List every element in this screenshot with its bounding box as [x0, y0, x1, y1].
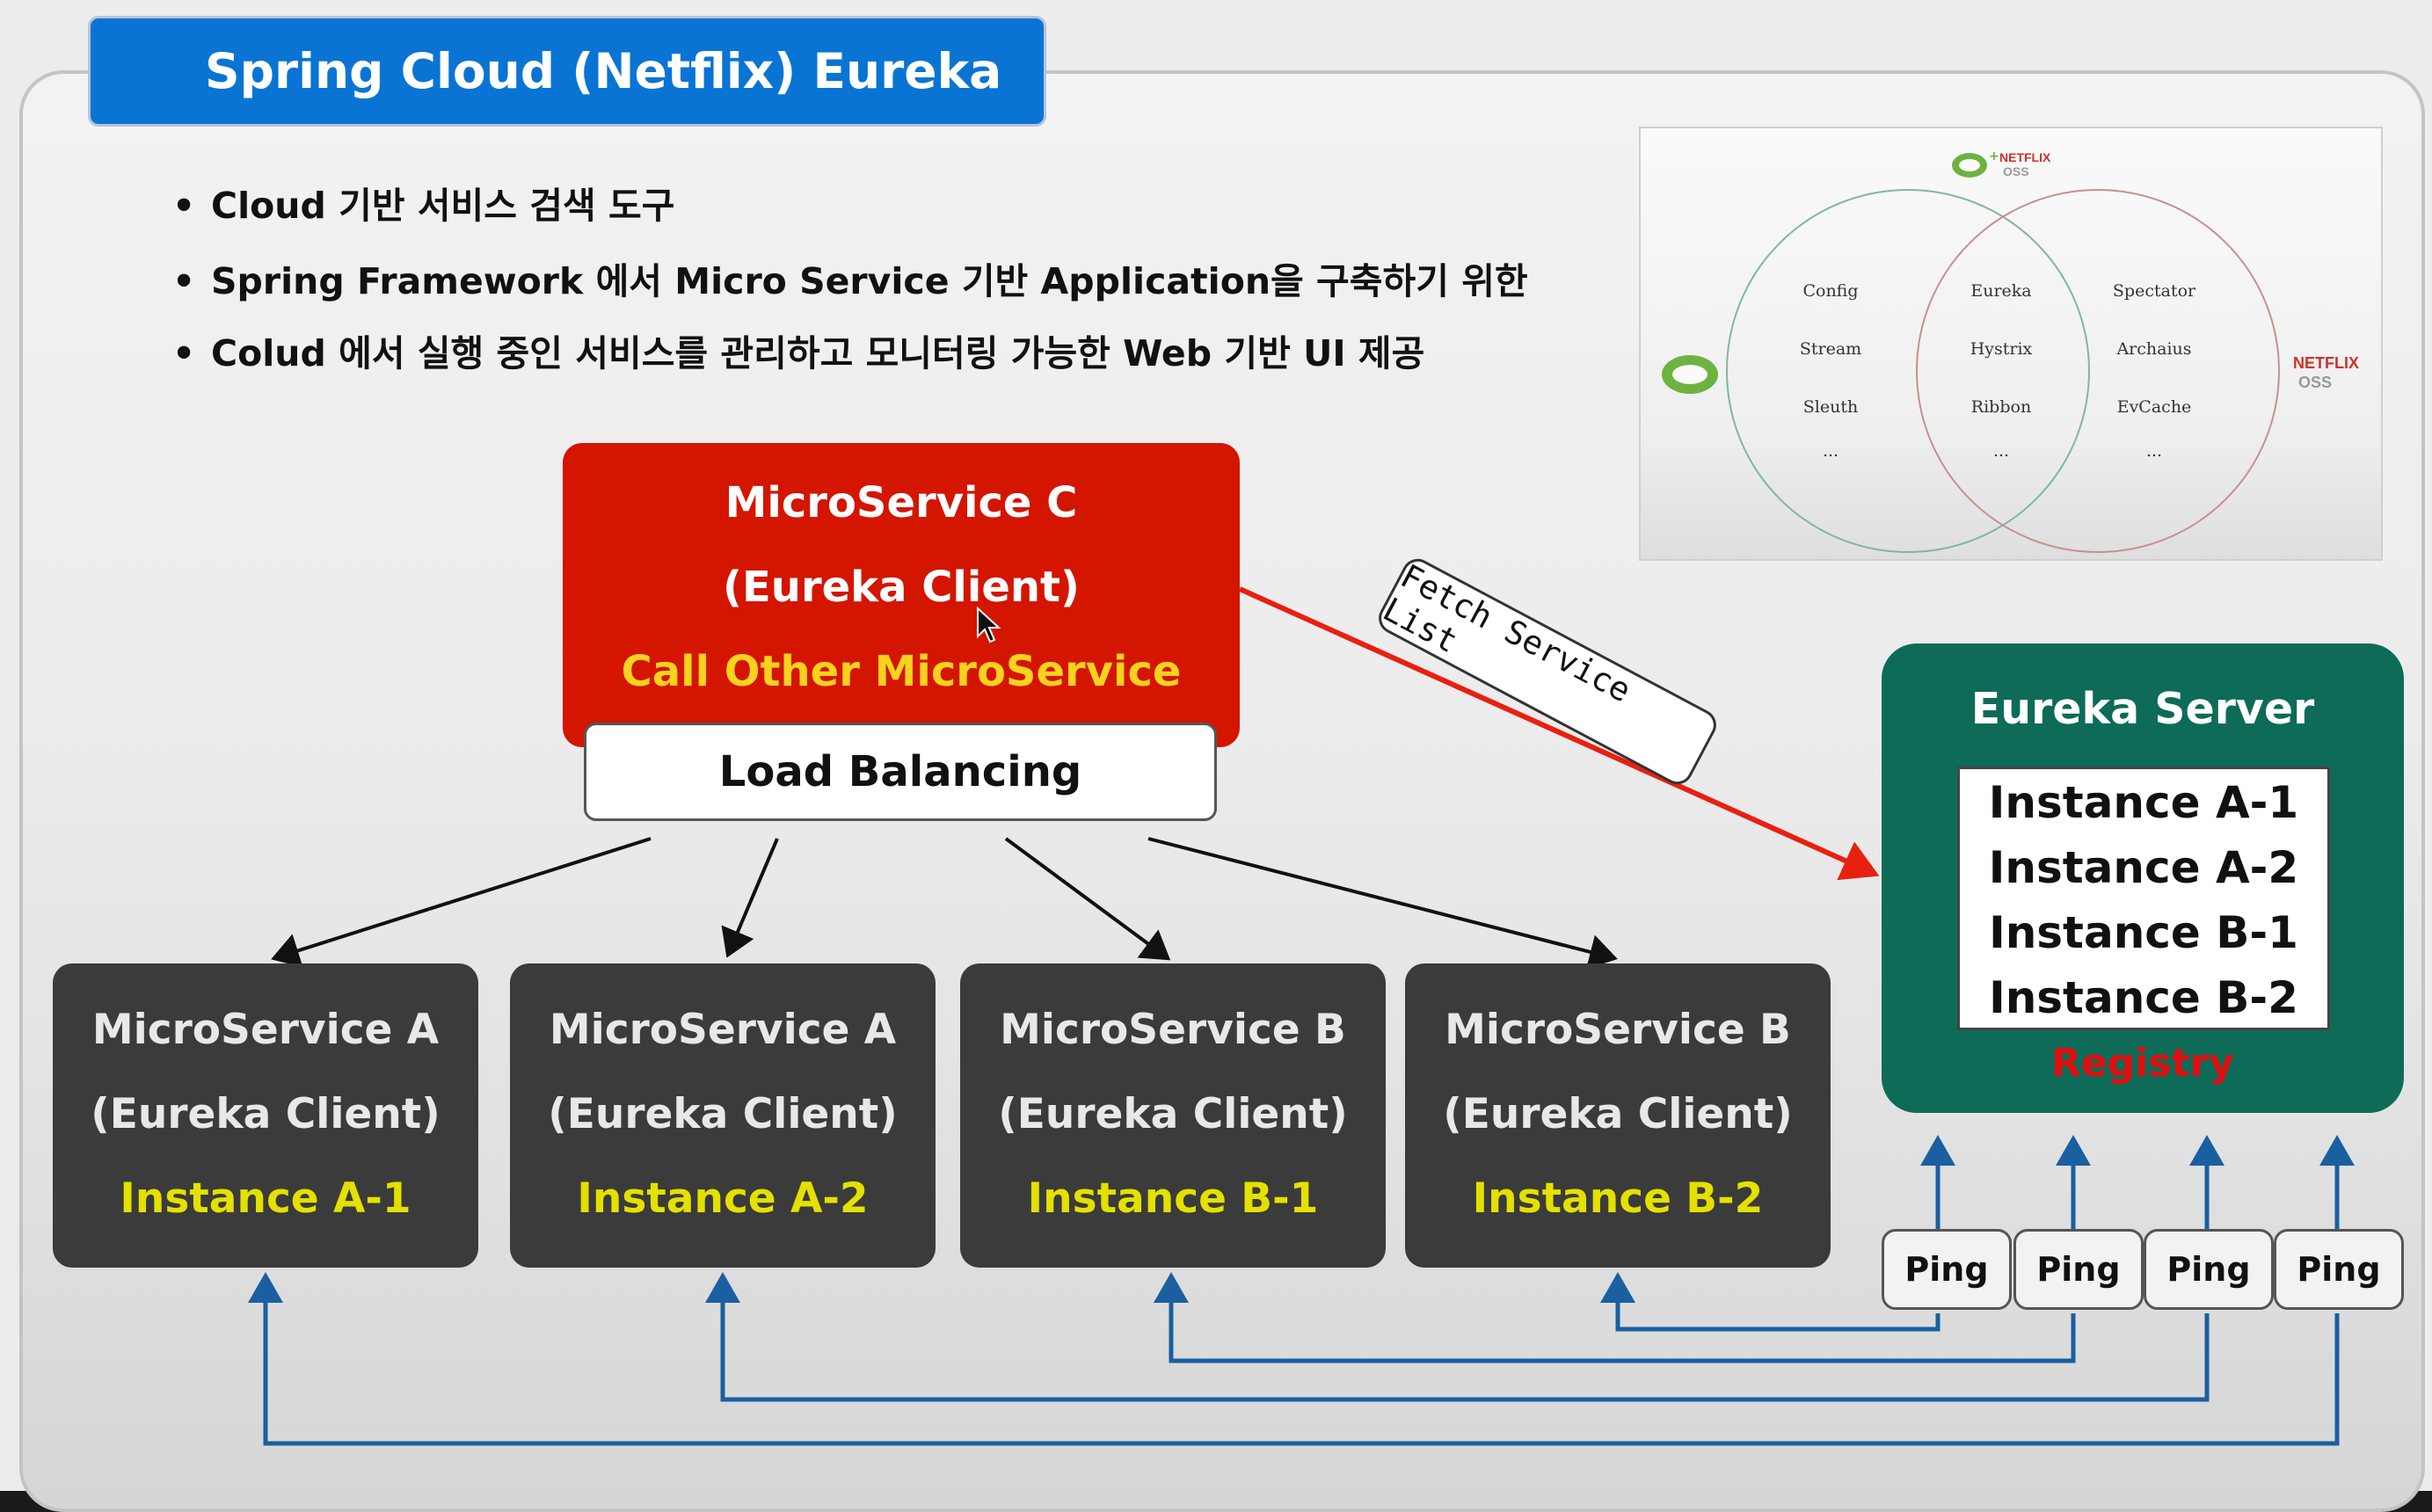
venn-item: ...	[2145, 441, 2163, 461]
venn-item: Hystrix	[1970, 339, 2033, 359]
client-role: (Eureka Client)	[998, 1090, 1348, 1138]
bullet-text: Spring Framework 에서 Micro Service 기반 App…	[211, 260, 1528, 302]
ping-line-b1	[1154, 1272, 2076, 1363]
netflix-logo-small: NETFLIX	[1999, 150, 2051, 164]
client-role: (Eureka Client)	[1443, 1090, 1793, 1138]
registry-entry: Instance B-2	[1989, 972, 2298, 1023]
venn-item: Ribbon	[1970, 397, 2032, 417]
client-name: MicroService B	[1445, 1006, 1791, 1054]
venn-item: ...	[1992, 441, 2010, 461]
bullet-dot: •	[172, 185, 196, 227]
venn-item: Archaius	[2116, 339, 2192, 359]
registry-label: Registry	[2051, 1041, 2234, 1086]
registry-list: Instance A-1 Instance A-2 Instance B-1 I…	[1957, 767, 2330, 1030]
venn-item: Sleuth	[1802, 397, 1859, 417]
spring-logo-icon	[1952, 153, 1987, 178]
venn-item: Spectator	[2112, 281, 2196, 301]
client-instance: Instance A-2	[577, 1174, 869, 1223]
client-instance: Instance B-2	[1472, 1174, 1764, 1223]
ping-box: Ping	[2274, 1229, 2404, 1310]
microservice-c-box: MicroService C (Eureka Client) Call Othe…	[563, 443, 1240, 747]
ping-box: Ping	[2144, 1229, 2274, 1310]
bullet-text: Cloud 기반 서비스 검색 도구	[211, 185, 675, 227]
client-box-b1: MicroService B (Eureka Client) Instance …	[960, 963, 1386, 1268]
load-balancing-box: Load Balancing	[584, 723, 1217, 821]
client-name: MicroService A	[549, 1006, 897, 1054]
venn-item: ...	[1822, 441, 1839, 461]
client-box-b2: MicroService B (Eureka Client) Instance …	[1405, 963, 1831, 1268]
venn-item: Stream	[1799, 339, 1862, 359]
ping-line-a1	[248, 1272, 2340, 1446]
eureka-server-box: Eureka Server Instance A-1 Instance A-2 …	[1882, 643, 2404, 1113]
microservice-c-name: MicroService C	[725, 478, 1078, 527]
mouse-cursor-icon	[977, 607, 1001, 643]
registry-entry: Instance A-2	[1988, 842, 2299, 893]
venn-item: Config	[1802, 281, 1859, 301]
fetch-arrow	[1238, 586, 1880, 881]
client-name: MicroService A	[91, 1006, 440, 1054]
bullet-item: • Spring Framework 에서 Micro Service 기반 Ap…	[172, 251, 1528, 304]
venn-item: EvCache	[2116, 397, 2192, 417]
netflix-circle	[1916, 189, 2280, 553]
ping-box: Ping	[2013, 1229, 2144, 1310]
bullet-item: • Colud 에서 실행 중인 서비스를 관리하고 모니터링 가능한 Web 기…	[172, 323, 1424, 376]
client-box-a2: MicroService A (Eureka Client) Instance …	[510, 963, 936, 1268]
lb-arrow-a2	[721, 838, 779, 958]
microservice-c-action: Call Other MicroService	[621, 647, 1182, 696]
lb-arrow-b1	[1004, 837, 1171, 961]
ping-line-b2	[1600, 1272, 1941, 1332]
svg-text:+: +	[1989, 149, 1999, 164]
client-role: (Eureka Client)	[91, 1090, 441, 1138]
bullet-text: Colud 에서 실행 중인 서비스를 관리하고 모니터링 가능한 Web 기반…	[211, 332, 1425, 374]
client-instance: Instance A-1	[120, 1174, 411, 1223]
registry-entry: Instance B-1	[1989, 907, 2298, 958]
bullet-item: • Cloud 기반 서비스 검색 도구	[172, 176, 674, 229]
ping-line-a2	[705, 1272, 2210, 1402]
ping-box: Ping	[1882, 1229, 2012, 1310]
oss-logo-small: OSS	[2003, 164, 2029, 178]
client-role: (Eureka Client)	[548, 1090, 898, 1138]
client-instance: Instance B-1	[1027, 1174, 1319, 1223]
client-name: MicroService B	[1000, 1006, 1346, 1054]
bullet-dot: •	[172, 260, 196, 302]
oss-logo-large: OSS	[2298, 374, 2333, 391]
slide-title: Spring Cloud (Netflix) Eureka	[88, 16, 1046, 127]
venn-item: Eureka	[1970, 281, 2032, 301]
spring-circle	[1726, 189, 2090, 553]
microservice-c-role: (Eureka Client)	[723, 563, 1080, 612]
lb-arrow-b2	[1147, 837, 1618, 970]
bullet-dot: •	[172, 332, 196, 374]
lb-arrow-a1	[271, 837, 652, 968]
spring-netflix-venn-diagram: + NETFLIX OSS NETFLIX OSS Config Stream …	[1639, 127, 2383, 561]
client-box-a1: MicroService A (Eureka Client) Instance …	[53, 963, 478, 1268]
registry-entry: Instance A-1	[1988, 777, 2299, 828]
spring-logo-large-icon	[1662, 355, 1718, 394]
venn-circles: +	[1662, 149, 2280, 553]
eureka-server-title: Eureka Server	[1970, 684, 2315, 734]
netflix-logo-large: NETFLIX	[2293, 354, 2359, 372]
